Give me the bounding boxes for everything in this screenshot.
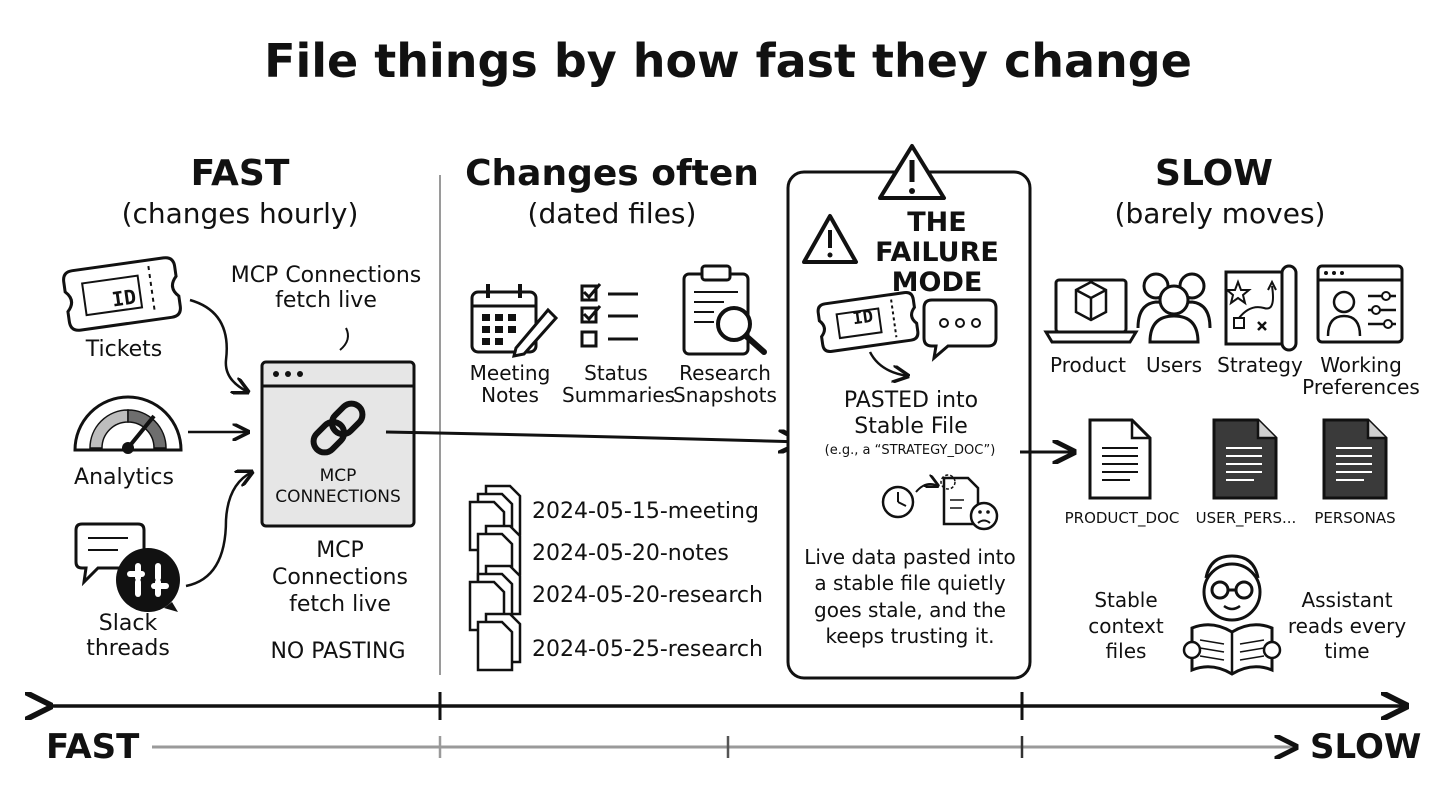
calendar-icon [470,284,559,358]
axis-slow-label: SLOW [1310,727,1422,767]
mcp-callout: MCP Connections fetch live [230,263,422,313]
axis-fast-label: FAST [46,727,140,767]
slack-threads-label: Slack threads [86,611,170,661]
status-summaries-label: Status Summaries [562,361,676,408]
assistant-reads-label: Assistant reads every time [1287,588,1407,664]
callout-leader [339,327,349,351]
dated-file-2: 2024-05-20-notes [532,541,729,566]
arrow-mcp-to-failure [385,432,800,442]
warning-icon-large [878,144,946,200]
stable-context-label: Stable context files [1088,588,1164,664]
user-personas-doc-label: USER_PERS... [1195,509,1297,527]
no-pasting-label: NO PASTING [270,639,406,664]
often-heading: Changes often [465,153,759,194]
slack-icon [74,522,180,612]
page-title: File things by how fast they change [264,34,1192,88]
users-icon [1136,272,1212,344]
strategy-doc-example: (e.g., a “STRATEGY_DOC”) [824,443,996,458]
research-snapshots-label: Research Snapshots [673,361,777,408]
curved-arrow-to-pasted [868,351,908,376]
stale-file-icon [940,474,999,531]
dated-file-3: 2024-05-20-research [532,583,763,608]
often-subheading: (dated files) [527,197,697,230]
failure-ticket-icon [816,291,920,353]
mcp-box-label: MCP CONNECTIONS [275,466,401,508]
settings-profile-icon [1316,264,1404,344]
strategy-label: Strategy [1217,353,1303,377]
personas-doc-label: PERSONAS [1314,509,1396,527]
warning-icon-small [802,214,858,264]
arrow-slack-to-mcp [185,472,252,588]
gauge-icon [73,395,183,454]
mcp-below-label: MCP Connections fetch live [272,538,408,617]
reading-assistant-icon [1182,554,1282,676]
fast-heading: FAST [190,153,290,194]
clock-icon [881,485,915,519]
dated-file-1: 2024-05-15-meeting [532,499,759,524]
meeting-notes-label: Meeting Notes [469,361,551,408]
dated-file-4: 2024-05-25-research [532,637,763,662]
arrow-clock-to-file [915,484,938,493]
file-stack-icons [468,484,522,672]
ticket-icon [62,256,182,332]
analytics-label: Analytics [74,465,174,490]
working-preferences-label: Working Preferences [1302,353,1420,400]
failure-description: Live data pasted into a stable file quie… [804,545,1016,649]
user-personas-doc-icon [1212,418,1278,500]
slow-subheading: (barely moves) [1114,197,1326,230]
strategy-map-icon [1224,264,1298,352]
users-label: Users [1145,353,1202,377]
product-label: Product [1050,353,1126,377]
arrow-tickets-to-mcp [189,298,248,392]
checklist-icon [580,283,638,348]
chat-bubble-icon [922,298,998,362]
personas-doc-icon [1322,418,1388,500]
pasted-stable-file: PASTED into Stable File [843,388,979,440]
slow-heading: SLOW [1155,153,1273,194]
laptop-box-icon [1043,278,1139,344]
link-icon [310,400,366,456]
fast-subheading: (changes hourly) [121,197,359,230]
tickets-label: Tickets [85,337,163,362]
failure-mode-title: THE FAILURE MODE [875,207,999,299]
clipboard-magnifier-icon [682,264,767,356]
product-doc-label: PRODUCT_DOC [1064,509,1180,527]
product-doc-icon [1088,418,1152,500]
